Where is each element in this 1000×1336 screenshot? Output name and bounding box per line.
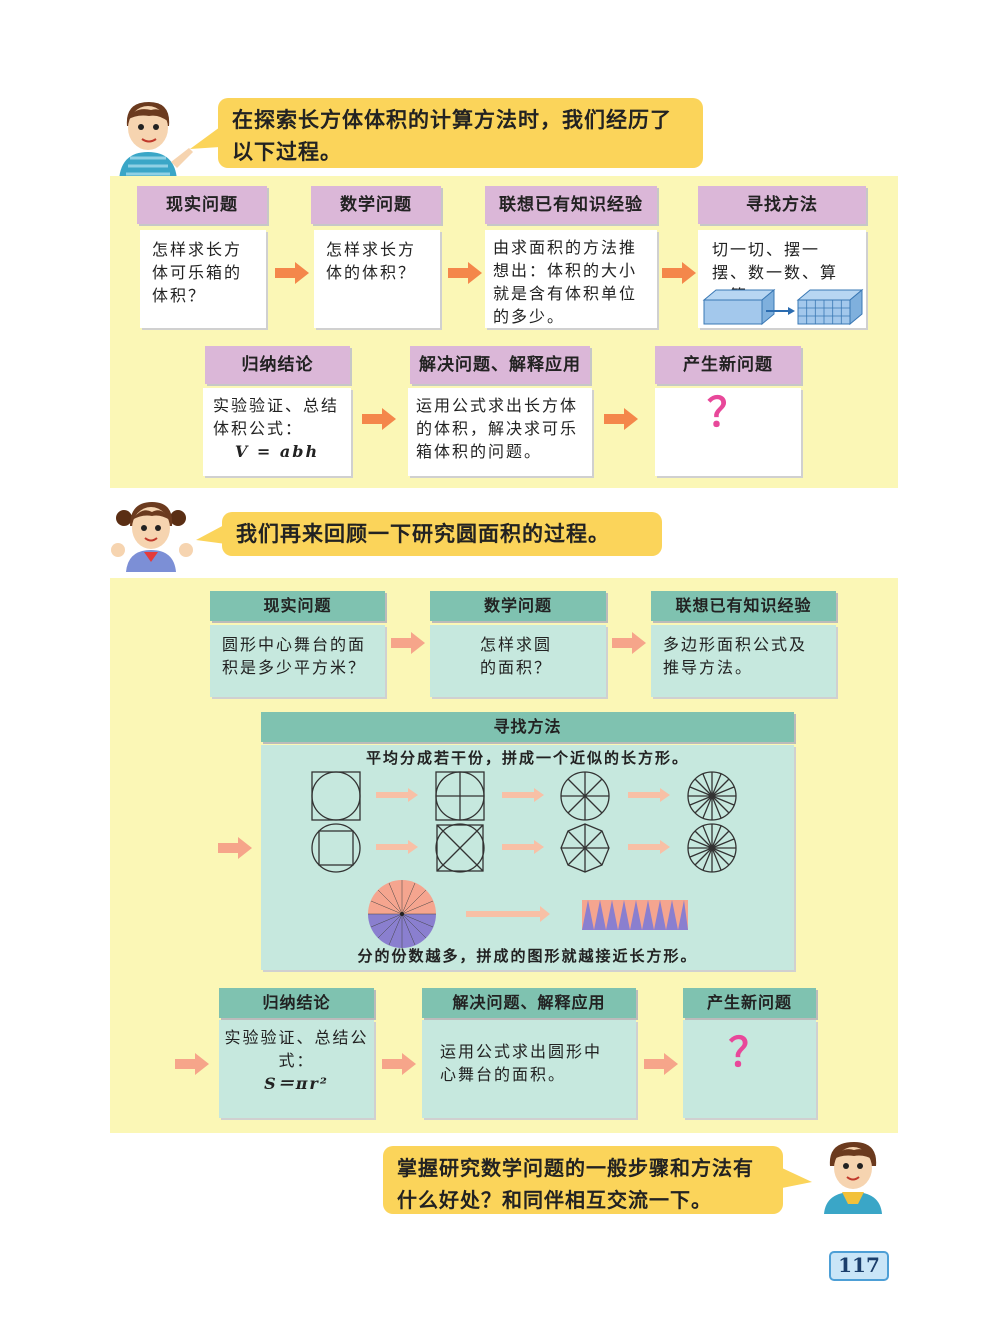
s1-step5-header: 归纳结论 <box>205 346 350 384</box>
girl-character-icon <box>111 502 193 572</box>
s2-step3-text: 多边形面积公式及推导方法。 <box>663 635 808 677</box>
s2-step2-box: 怎样求圆的面积？ <box>430 625 606 697</box>
s1-step5-box: 实验验证、总结体积公式： V = abh <box>203 388 351 476</box>
s1-step7-header: 产生新问题 <box>655 346 801 384</box>
volume-formula: V = abh <box>234 442 320 461</box>
s2-arrow-3 <box>382 1053 416 1075</box>
s2-step6-header: 产生新问题 <box>683 988 816 1018</box>
speech-bubble-3: 掌握研究数学问题的一般步骤和方法有什么好处？和同伴相互交流一下。 <box>383 1146 783 1214</box>
method-top-text: 平均分成若干份，拼成一个近似的长方形。 <box>365 749 689 767</box>
circle-division-diagram <box>311 771 737 948</box>
s1-step2-text: 怎样求长方体的体积？ <box>326 240 417 282</box>
s2-step4-box: 实验验证、总结公式： S＝πr² <box>219 1020 374 1118</box>
s2-arrow-1 <box>391 632 425 654</box>
bubble-text-3: 掌握研究数学问题的一般步骤和方法有什么好处？和同伴相互交流一下。 <box>397 1156 754 1212</box>
s2-step2-text: 怎样求圆的面积？ <box>480 635 553 677</box>
s1-arrow-5 <box>604 408 638 430</box>
s1-step3-box: 由求面积的方法推想出：体积的大小就是含有体积单位的多少。 <box>485 230 657 328</box>
speech-bubble-2: 我们再来回顾一下研究圆面积的过程。 <box>222 512 662 556</box>
s1-step6-header: 解决问题、解释应用 <box>410 346 590 384</box>
bubble-text-1: 在探索长方体体积的计算方法时，我们经历了以下过程。 <box>232 108 672 164</box>
s2-method-box: 平均分成若干份，拼成一个近似的长方形。 分的份数越多，拼成的图形就越接近长方形。 <box>261 745 794 970</box>
boy-character-2-icon <box>824 1142 882 1214</box>
bubble-text-2: 我们再来回顾一下研究圆面积的过程。 <box>236 522 610 546</box>
question-mark-2: ？ <box>728 1030 771 1076</box>
s1-arrow-3 <box>662 262 696 284</box>
bubble-tail-3 <box>782 1168 812 1188</box>
s2-arrow-4 <box>644 1053 678 1075</box>
s2-arrow-2 <box>612 632 646 654</box>
area-formula: S＝πr² <box>264 1074 329 1093</box>
s2-step5-header: 解决问题、解释应用 <box>422 988 636 1018</box>
s1-arrow-1 <box>275 262 309 284</box>
s2-step5-text: 运用公式求出圆形中心舞台的面积。 <box>440 1042 603 1084</box>
s2-step1-header: 现实问题 <box>210 591 385 621</box>
s1-arrow-4 <box>362 408 396 430</box>
bubble-tail-2 <box>196 524 226 544</box>
s1-step1-text: 怎样求长方体可乐箱的体积？ <box>152 240 243 305</box>
s1-step4-header: 寻找方法 <box>698 186 866 224</box>
s1-step7-box: ？ <box>655 388 801 476</box>
page-number: 117 <box>829 1251 889 1281</box>
s2-step5-box: 运用公式求出圆形中心舞台的面积。 <box>422 1020 636 1118</box>
boy-character-icon <box>119 102 193 180</box>
s2-step4-text: 实验验证、总结公式： <box>224 1028 369 1070</box>
s2-step6-box: ？ <box>683 1020 816 1118</box>
s2-step3-box: 多边形面积公式及推导方法。 <box>651 625 836 697</box>
s2-arrow-into-step4 <box>175 1053 209 1075</box>
cuboid-cut-illustration <box>702 288 864 326</box>
s1-step1-box: 怎样求长方体可乐箱的体积？ <box>140 230 266 328</box>
bubble-tail-1 <box>190 127 220 149</box>
question-mark-1: ？ <box>707 390 749 436</box>
s2-method-header: 寻找方法 <box>261 712 794 742</box>
s2-step3-header: 联想已有知识经验 <box>651 591 836 621</box>
method-bottom-text: 分的份数越多，拼成的图形就越接近长方形。 <box>357 947 698 965</box>
s1-step3-header: 联想已有知识经验 <box>485 186 657 224</box>
speech-bubble-1: 在探索长方体体积的计算方法时，我们经历了以下过程。 <box>218 98 703 168</box>
s1-step6-text: 运用公式求出长方体的体积，解决求可乐箱体积的问题。 <box>416 396 579 461</box>
s1-step2-box: 怎样求长方体的体积？ <box>314 230 440 328</box>
s1-step3-text: 由求面积的方法推想出：体积的大小就是含有体积单位的多少。 <box>493 238 638 326</box>
s2-step1-text: 圆形中心舞台的面积是多少平方米？ <box>222 635 367 677</box>
s1-step6-box: 运用公式求出长方体的体积，解决求可乐箱体积的问题。 <box>408 388 592 476</box>
s1-step1-header: 现实问题 <box>137 186 267 224</box>
s2-step1-box: 圆形中心舞台的面积是多少平方米？ <box>210 625 385 697</box>
s1-step5-text: 实验验证、总结体积公式： <box>213 396 340 438</box>
s2-step2-header: 数学问题 <box>430 591 606 621</box>
s1-step2-header: 数学问题 <box>311 186 441 224</box>
s2-arrow-into-method <box>218 837 252 859</box>
s1-arrow-2 <box>448 262 482 284</box>
s2-step4-header: 归纳结论 <box>219 988 374 1018</box>
